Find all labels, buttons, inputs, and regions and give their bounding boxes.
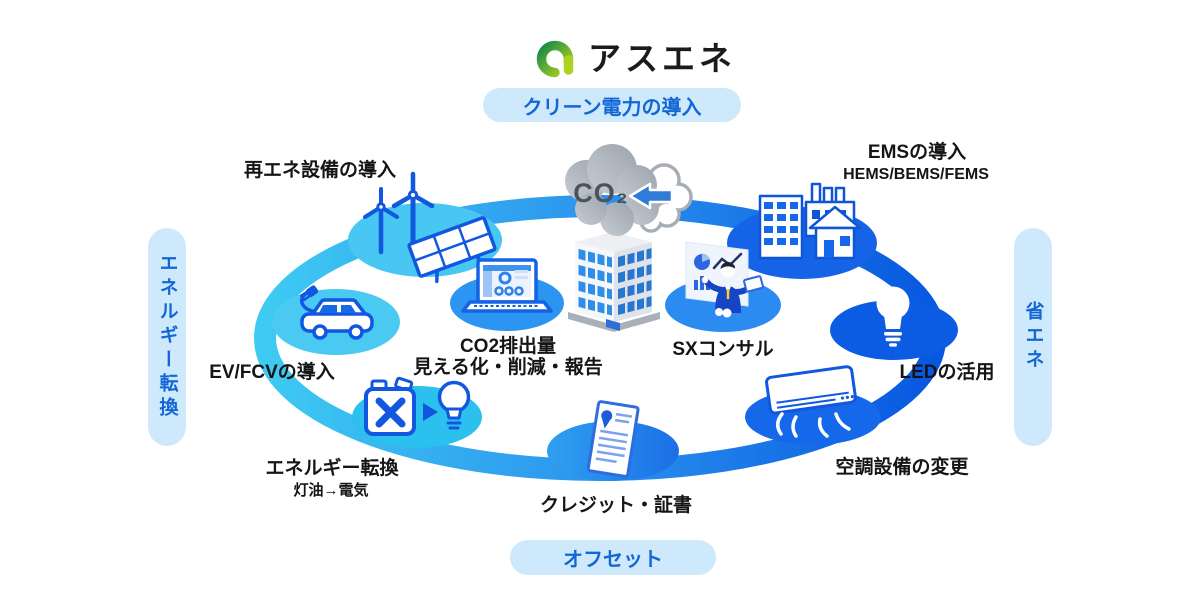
label-fuel: エネルギー転換 (265, 458, 399, 479)
label-sx: SXコンサル (672, 339, 774, 360)
label-ems: EMSの導入 (867, 142, 967, 163)
badge-offset: オフセット (510, 540, 716, 575)
wind-solar-icon (363, 171, 497, 284)
badge-energy-conversion: エネルギー転換 (148, 228, 186, 446)
ev-car-icon (299, 285, 374, 340)
brand-lockup: アスエネ (536, 36, 736, 80)
label-viz: CO2排出量 (459, 336, 557, 357)
badge-clean-power-label: クリーン電力の導入 (522, 96, 702, 119)
fuel-to-electric-icon (364, 376, 471, 436)
certificate-icon (586, 400, 640, 478)
led-bulb-icon (876, 286, 910, 347)
arrow-into-cloud-icon (628, 182, 674, 210)
label-viz-sub: 見える化・削減・報告 (413, 357, 603, 378)
label-ev: EV/FCVの導入 (209, 362, 335, 383)
badge-offset-label: オフセット (563, 549, 663, 571)
label-renewable: 再エネ設備の導入 (243, 160, 397, 181)
badge-energy-saving: 省エネ (1014, 228, 1052, 446)
co2-cloud-icon (565, 144, 659, 236)
office-building-icon (568, 232, 660, 332)
badge-energy-saving-label: 省エネ (1022, 301, 1044, 373)
air-conditioner-icon (765, 365, 857, 438)
label-credit: クレジット・証書 (539, 495, 693, 516)
asuene-logo-icon (536, 40, 574, 78)
brand-title: アスエネ (588, 39, 736, 77)
consultant-icon (685, 241, 764, 318)
buildings-icon (758, 182, 862, 260)
co2-cloud-label: CO₂ (573, 178, 629, 208)
badge-energy-conversion-label: エネルギー転換 (156, 253, 178, 421)
badge-clean-power: クリーン電力の導入 (483, 88, 741, 122)
label-led: LEDの活用 (899, 362, 995, 383)
laptop-dashboard-icon (461, 258, 553, 313)
node-led (830, 300, 958, 360)
label-fuel-sub: 灯油→電気 (293, 482, 369, 499)
label-ac: 空調設備の変更 (835, 457, 969, 478)
label-ems-sub: HEMS/BEMS/FEMS (843, 166, 989, 183)
